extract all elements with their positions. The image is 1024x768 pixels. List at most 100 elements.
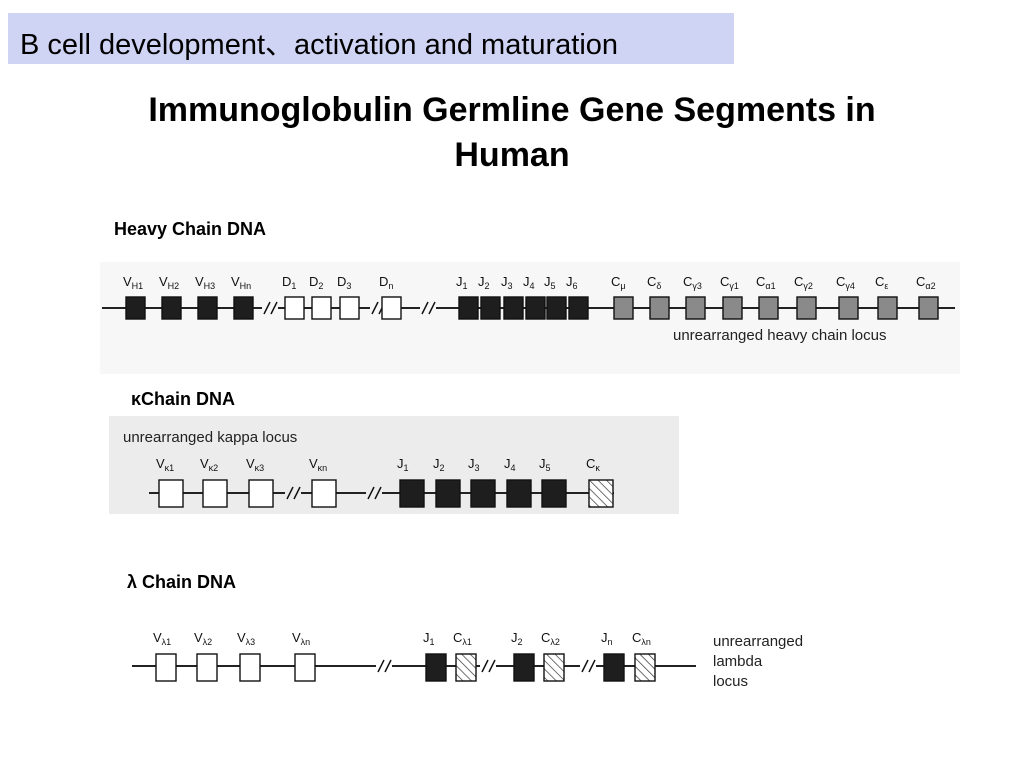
segment-v-λ3: Vλ3	[237, 630, 261, 682]
segment-box	[918, 296, 939, 320]
segment-j-2: J2	[511, 630, 535, 682]
segment-box	[339, 296, 360, 320]
segment-label: J5	[539, 456, 551, 473]
segment-box	[161, 296, 182, 320]
segment-box	[503, 296, 524, 320]
segment-box	[196, 653, 218, 682]
segment-c-γ3: Cγ3	[683, 274, 706, 320]
kappa-chain-label: κChain DNA	[131, 389, 235, 410]
dna-break-marker	[420, 301, 436, 315]
segment-box	[543, 653, 565, 682]
segment-box	[546, 296, 567, 320]
segment-label: J1	[423, 630, 435, 647]
slide-header-text: B cell development、activation and matura…	[20, 29, 619, 61]
segment-box	[722, 296, 743, 320]
segment-j-1: J1	[456, 274, 479, 320]
segment-label: Vλ3	[237, 630, 255, 647]
segment-label: Jn	[601, 630, 613, 647]
segment-label: J4	[523, 274, 535, 291]
segment-v-λn: Vλn	[292, 630, 316, 682]
segment-c-λn: Cλn	[632, 630, 656, 682]
segment-c-γ4: Cγ4	[836, 274, 859, 320]
segment-label: J4	[504, 456, 516, 473]
segment-box	[480, 296, 501, 320]
segment-j-n: Jn	[601, 630, 625, 682]
segment-j-4: J4	[523, 274, 546, 320]
segment-label: Vλn	[292, 630, 310, 647]
segment-label: Cλ1	[453, 630, 472, 647]
segment-label: J5	[544, 274, 556, 291]
heavy-locus-label: unrearranged heavy chain locus	[673, 327, 886, 344]
segment-box	[202, 479, 228, 508]
segment-j-3: J3	[468, 456, 496, 508]
segment-c-κ: Cκ	[586, 456, 614, 508]
segment-v-H1: VH1	[123, 274, 146, 320]
segment-label: Vλ2	[194, 630, 212, 647]
segment-c-γ1: Cγ1	[720, 274, 743, 320]
segment-box	[603, 653, 625, 682]
segment-label: J3	[468, 456, 480, 473]
kappa-chain-label-text: Chain DNA	[141, 389, 236, 409]
segment-box	[284, 296, 305, 320]
slide-title: Immunoglobulin Germline Gene Segments in…	[0, 88, 1024, 178]
segment-v-κn: Vκn	[309, 456, 337, 508]
segment-box	[311, 479, 337, 508]
segment-box	[685, 296, 706, 320]
lambda-locus-label-line-2: lambda	[713, 653, 763, 670]
segment-box	[506, 479, 532, 508]
heavy-chain-label-text: Heavy Chain DNA	[114, 219, 267, 239]
segment-box	[158, 479, 184, 508]
lambda-chain-label-text: Chain DNA	[142, 572, 237, 592]
segment-label: J6	[566, 274, 578, 291]
segment-box	[525, 296, 546, 320]
segment-box	[568, 296, 589, 320]
segment-label: J1	[397, 456, 409, 473]
dna-break-marker	[580, 659, 596, 673]
segment-d-2: D2	[309, 274, 332, 320]
segment-j-4: J4	[504, 456, 532, 508]
segment-j-5: J5	[539, 456, 567, 508]
dna-break-marker	[480, 659, 496, 673]
lambda-chain-label: λ Chain DNA	[127, 572, 236, 593]
segment-c-γ2: Cγ2	[794, 274, 817, 320]
segment-c-λ2: Cλ2	[541, 630, 565, 682]
segment-c-α2: Cα2	[916, 274, 939, 320]
segment-box	[541, 479, 567, 508]
lambda-locus-label-line-3: locus	[713, 673, 748, 690]
segment-box	[155, 653, 177, 682]
segment-j-1: J1	[397, 456, 425, 508]
segment-box	[796, 296, 817, 320]
segment-box	[758, 296, 779, 320]
segment-j-1: J1	[423, 630, 447, 682]
segment-label: J2	[433, 456, 445, 473]
segment-label: J2	[511, 630, 523, 647]
segment-v-H2: VH2	[159, 274, 182, 320]
segment-label: Vλ1	[153, 630, 171, 647]
dna-break-marker	[366, 486, 382, 500]
segment-box	[248, 479, 274, 508]
heavy-chain-label: Heavy Chain DNA	[114, 219, 266, 240]
slide-header-tag: B cell development、activation and matura…	[8, 13, 734, 64]
segment-c-α1: Cα1	[756, 274, 779, 320]
segment-box	[381, 296, 402, 320]
segment-box	[399, 479, 425, 508]
segment-j-3: J3	[501, 274, 524, 320]
kappa-locus-label: unrearranged kappa locus	[123, 429, 297, 446]
dna-break-marker	[262, 301, 278, 315]
segment-box	[239, 653, 261, 682]
segment-v-λ2: Vλ2	[194, 630, 218, 682]
segment-box	[634, 653, 656, 682]
dna-break-marker	[285, 486, 301, 500]
segment-box	[588, 479, 614, 508]
segment-box	[458, 296, 479, 320]
segment-label: J2	[478, 274, 490, 291]
segment-label: Cλn	[632, 630, 651, 647]
segment-box	[125, 296, 146, 320]
slide-title-line-1: Immunoglobulin Germline Gene Segments in	[148, 91, 876, 129]
